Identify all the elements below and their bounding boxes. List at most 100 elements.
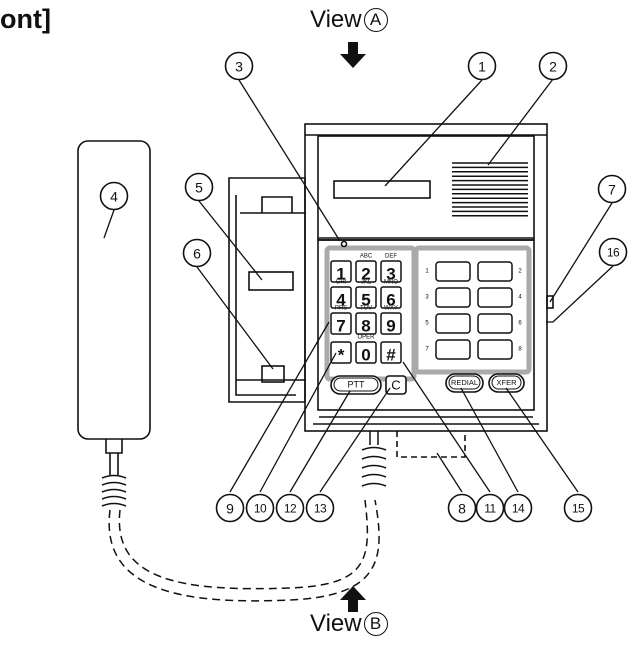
memory-key-number: 6 [518,321,522,327]
xfer-button[interactable]: XFER [488,373,525,393]
callout-marker: 11 [475,493,505,523]
keypad-area [317,239,535,411]
cord-coil [361,482,387,487]
memory-key-number: 4 [518,295,522,301]
view-b-arrow [340,586,366,612]
dial-key[interactable]: * [330,341,352,365]
cradle-tab [261,365,285,383]
memory-key-number: 5 [425,321,429,327]
line-cord-box [396,431,466,458]
line-cord-neck [369,431,379,445]
callout-number: 16 [607,246,620,260]
dial-key[interactable]: 4 GHI [330,280,352,310]
view-a-mark: A [363,8,388,32]
callout-marker: 10 [245,493,275,523]
memory-key-number: 2 [518,269,522,275]
dial-key-number: 5 [361,291,370,310]
memory-key[interactable]: 4 [477,287,522,308]
memory-key[interactable]: 2 [477,261,522,282]
dial-key-number: 3 [386,265,395,284]
callout-marker: 3 [224,51,254,81]
callout-marker: 5 [184,172,214,202]
callout-number: 13 [314,502,327,516]
dial-key[interactable]: 0 OPER [355,335,377,365]
memory-key[interactable]: 3 [425,287,471,308]
dial-key-number: # [386,346,396,365]
dial-key-letters: OPER [357,335,375,341]
dial-key-letters: PRS [335,306,347,312]
callout-number: 6 [193,246,201,262]
memory-key[interactable]: 5 [425,313,471,334]
ptt-label: PTT [348,380,366,390]
ptt-button[interactable]: PTT [330,375,382,395]
redial-button[interactable]: REDIAL [445,373,484,393]
cord-coil [101,502,127,507]
memory-key[interactable]: 7 [425,339,471,360]
handset-cord-neck [109,453,119,475]
cradle-inner [235,195,296,396]
dial-key[interactable]: 1 [330,260,352,284]
display-window [333,180,431,199]
dial-key-letters: GHI [336,280,347,286]
cord-coil [101,474,127,479]
side-jack [546,295,554,309]
callout-number: 15 [572,502,585,516]
coiled-cord [101,431,387,602]
callout-number: 2 [549,59,557,75]
dial-key-number: 8 [361,317,370,336]
leader-lines [103,78,614,493]
dial-key-number: 0 [361,346,370,365]
memory-key[interactable]: 8 [477,339,522,360]
callout-number: 3 [235,59,243,75]
page-title: ont] [0,4,51,34]
redial-label: REDIAL [451,378,478,387]
callout-marker: 14 [503,493,533,523]
callout-marker: 16 [598,237,628,267]
memory-keys: 1 2 3 4 5 6 7 8 [425,261,522,360]
callout-marker: 9 [215,493,245,523]
handset-cord-plug [105,439,123,454]
clear-label: C [391,378,400,393]
dial-key[interactable]: 8 TUV [355,306,377,336]
memory-key-number: 7 [425,347,429,353]
dial-key-number: 4 [336,291,346,310]
callout-marker: 15 [563,493,593,523]
memory-key[interactable]: 6 [477,313,522,334]
microphone-hole [340,240,348,248]
dial-key-letters: MNO [384,280,398,286]
dial-key-number: 6 [386,291,395,310]
xfer-label: XFER [496,378,517,387]
callout-number: 11 [484,502,496,516]
memory-key[interactable]: 1 [425,261,471,282]
callout-marker: 1 [467,51,497,81]
dial-key[interactable]: # [380,341,402,365]
dial-key-number: 2 [361,265,370,284]
callout-marker: 7 [597,174,627,204]
memory-keypad-frame [413,245,532,375]
memory-key-number: 8 [518,347,522,353]
dial-key[interactable]: 3 DEF [380,254,402,284]
telephone-body [304,123,548,432]
hook-switch [248,271,294,291]
cord-coil [101,481,127,486]
view-b-text: View [310,610,362,637]
callout-marker: 12 [275,493,305,523]
clear-button[interactable]: C [385,375,407,395]
view-b-mark: B [363,612,388,636]
dial-key-letters: DEF [385,254,397,260]
callout-number: 9 [226,501,234,517]
dial-key[interactable]: 6 MNO [380,280,402,310]
callout-number: 14 [512,502,525,516]
dial-key-letters: TUV [360,306,372,312]
upper-panel [317,135,535,241]
cord-coil [361,473,387,478]
